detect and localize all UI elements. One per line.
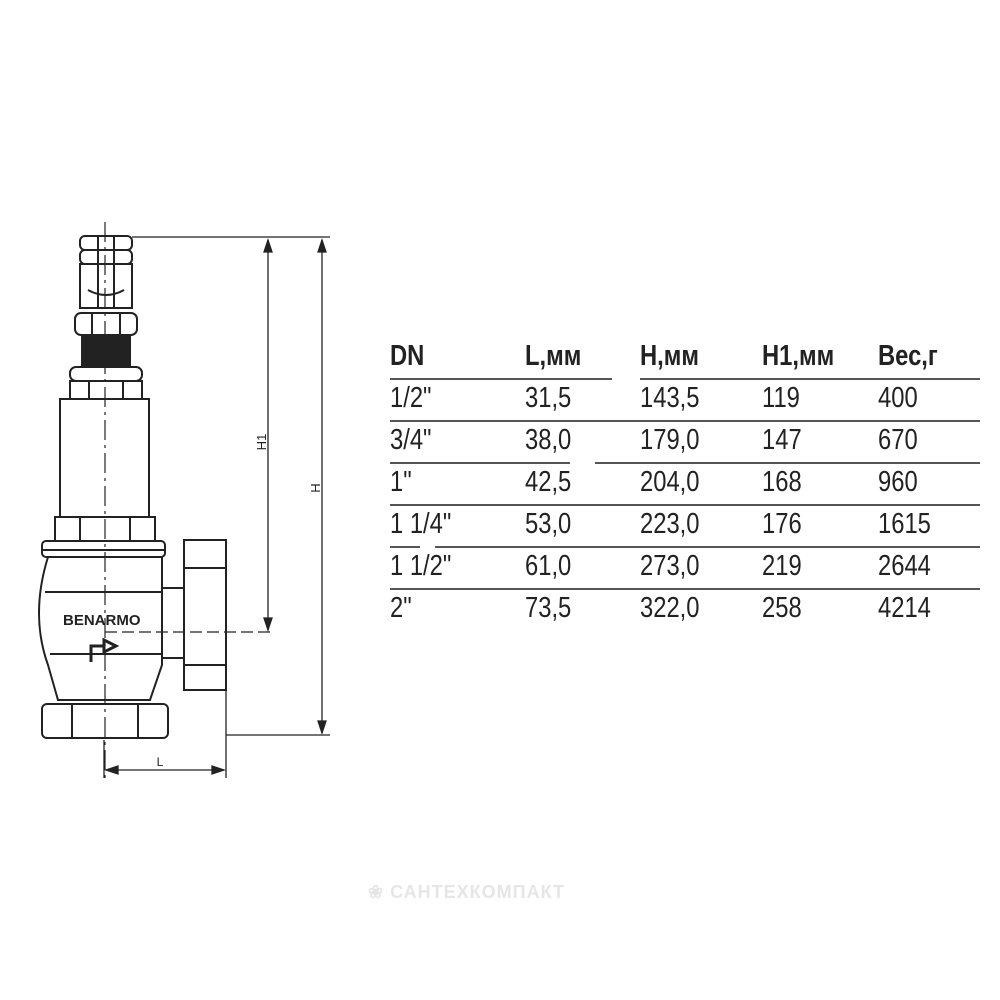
cell-weight: 670 (878, 424, 918, 456)
h-label: H (308, 483, 323, 492)
table-row: 1 1/2" 61,0 273,0 219 2644 (390, 548, 980, 590)
table-header: DN L,мм H,мм H1,мм Вес,г (390, 338, 980, 380)
cell-h: 322,0 (640, 592, 700, 624)
cell-l: 61,0 (525, 550, 572, 582)
cell-dn: 3/4" (390, 424, 432, 456)
header-h: H,мм (640, 340, 699, 372)
cell-weight: 4214 (878, 592, 931, 624)
cell-weight: 400 (878, 382, 918, 414)
table-row: 3/4" 38,0 179,0 147 670 (390, 422, 980, 464)
header-h1: H1,мм (762, 340, 835, 372)
dimension-lines (103, 236, 330, 778)
logo-icon: ❀ (368, 882, 391, 902)
cell-h: 143,5 (640, 382, 700, 414)
cell-dn: 1/2" (390, 382, 432, 414)
safety-valve (38, 222, 275, 780)
divider (640, 378, 980, 380)
cell-h: 273,0 (640, 550, 700, 582)
cell-l: 42,5 (525, 466, 572, 498)
cell-h1: 168 (762, 466, 802, 498)
watermark: ❀ САНТЕХКОМПАКТ (368, 882, 565, 903)
divider (390, 378, 612, 380)
divider (595, 462, 980, 464)
dimensions-table: DN L,мм H,мм H1,мм Вес,г 1/2" 31,5 143,5… (390, 338, 980, 632)
header-l: L,мм (525, 340, 582, 372)
table-row: 2" 73,5 322,0 258 4214 (390, 590, 980, 632)
cell-l: 73,5 (525, 592, 572, 624)
cell-l: 31,5 (525, 382, 572, 414)
l-label: L (157, 755, 164, 769)
cell-weight: 960 (878, 466, 918, 498)
divider (390, 546, 420, 548)
table-row: 1 1/4" 53,0 223,0 176 1615 (390, 506, 980, 548)
table-row: 1" 42,5 204,0 168 960 (390, 464, 980, 506)
cell-h1: 219 (762, 550, 802, 582)
cell-h1: 176 (762, 508, 802, 540)
cell-h: 204,0 (640, 466, 700, 498)
flow-arrow-icon (89, 637, 120, 662)
brand-mark: BENARMO (63, 612, 141, 629)
cell-h1: 119 (762, 382, 800, 414)
cell-weight: 1615 (878, 508, 931, 540)
watermark-text: САНТЕХКОМПАКТ (390, 882, 565, 902)
cell-weight: 2644 (878, 550, 931, 582)
cell-h: 179,0 (640, 424, 700, 456)
cell-dn: 1" (390, 466, 412, 498)
cell-dn: 1 1/4" (390, 508, 452, 540)
table-row: 1/2" 31,5 143,5 119 400 (390, 380, 980, 422)
h1-label: H1 (254, 434, 269, 451)
cell-dn: 2" (390, 592, 412, 624)
cell-h1: 147 (762, 424, 802, 456)
cell-l: 53,0 (525, 508, 572, 540)
cell-dn: 1 1/2" (390, 550, 452, 582)
cell-h1: 258 (762, 592, 802, 624)
divider (390, 504, 980, 506)
cell-l: 38,0 (525, 424, 572, 456)
divider (435, 546, 980, 548)
divider (390, 462, 570, 464)
cell-h: 223,0 (640, 508, 700, 540)
divider (390, 420, 980, 422)
divider (390, 588, 980, 590)
header-dn: DN (390, 340, 425, 372)
header-weight: Вес,г (878, 340, 938, 372)
